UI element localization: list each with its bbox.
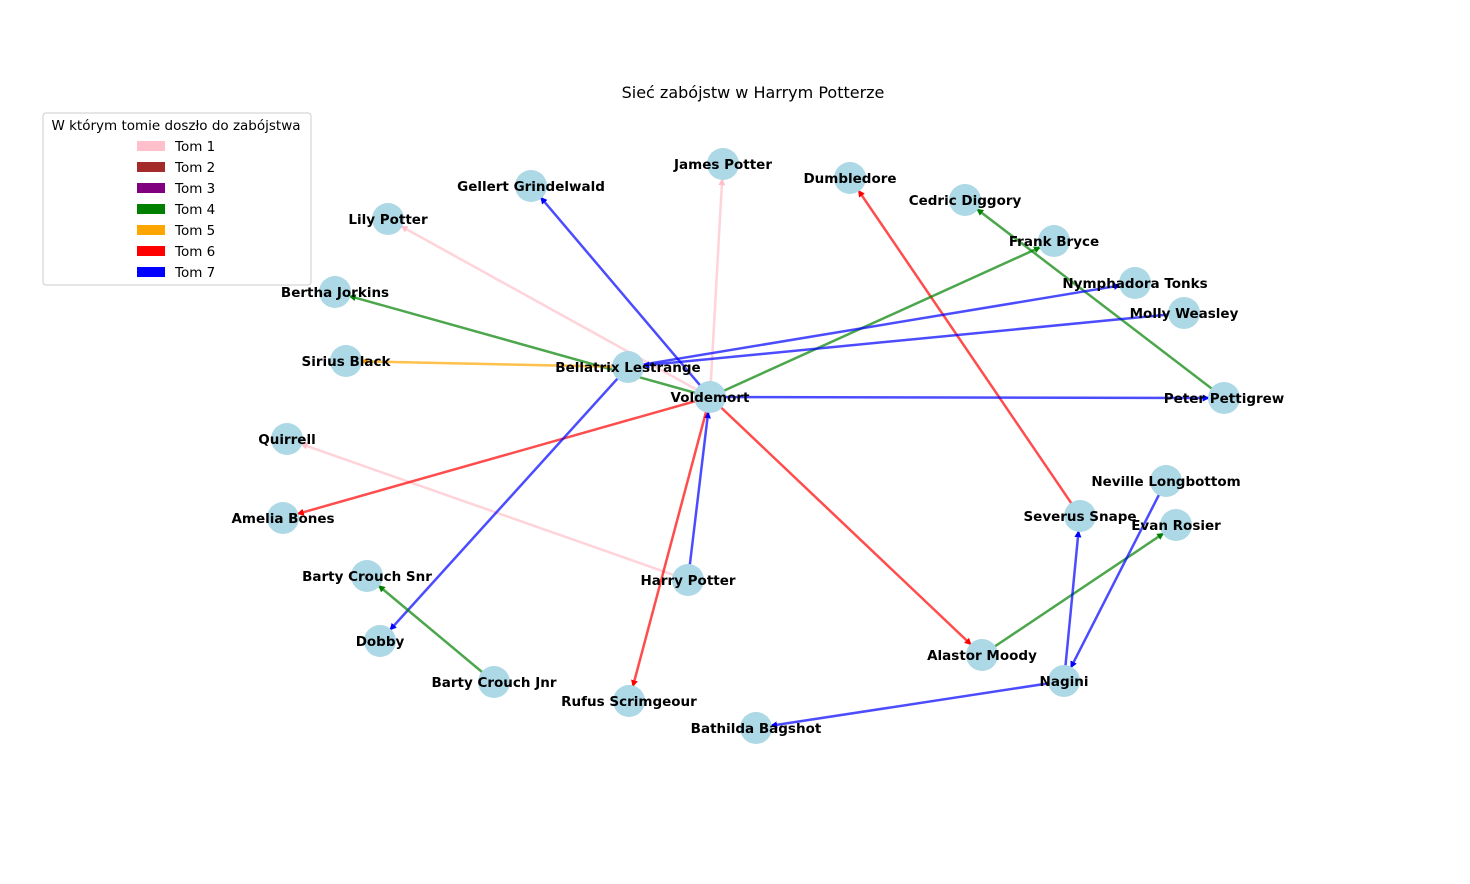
node-frank-bryce xyxy=(1038,225,1070,257)
node-nagini xyxy=(1048,665,1080,697)
node-rufus-scrimgeour xyxy=(613,685,645,717)
node-evan-rosier xyxy=(1160,509,1192,541)
legend-label-tom-5: Tom 5 xyxy=(174,223,215,239)
legend-label-tom-4: Tom 4 xyxy=(174,202,215,218)
node-label-molly-weasley: Molly Weasley xyxy=(1130,306,1239,322)
node-dumbledore xyxy=(834,162,866,194)
legend: W którym tomie doszło do zabójstwa Tom 1… xyxy=(42,112,312,286)
node-bathilda-bagshot xyxy=(740,712,772,744)
node-nymphadora-tonks xyxy=(1119,267,1151,299)
legend-title: W którym tomie doszło do zabójstwa xyxy=(51,118,300,134)
node-james-potter xyxy=(707,148,739,180)
node-label-lily-potter: Lily Potter xyxy=(348,212,428,228)
node-peter-pettigrew xyxy=(1208,382,1240,414)
edge-voldemort-to-rufus-scrimgeour xyxy=(631,396,712,688)
node-label-cedric-diggory: Cedric Diggory xyxy=(909,193,1022,209)
legend-swatch-tom-1 xyxy=(137,141,165,151)
legend-label-tom-3: Tom 3 xyxy=(174,181,215,197)
node-label-nagini: Nagini xyxy=(1040,674,1089,690)
node-label-amelia-bones: Amelia Bones xyxy=(231,511,334,527)
node-label-james-potter: James Potter xyxy=(673,157,772,173)
edges-layer xyxy=(296,178,1225,729)
edge-voldemort-to-alastor-moody xyxy=(709,396,972,646)
legend-swatch-tom-3 xyxy=(137,183,165,193)
edge-bellatrix-lestrange-to-sirius-black xyxy=(360,357,629,369)
edge-nagini-to-severus-snape xyxy=(1062,530,1082,682)
edge-barty-crouch-jnr-to-barty-crouch-snr xyxy=(377,584,495,683)
edge-bellatrix-lestrange-to-dobby xyxy=(389,366,629,631)
node-barty-crouch-jnr xyxy=(478,666,510,698)
node-quirrell xyxy=(271,423,303,455)
edge-voldemort-to-james-potter xyxy=(708,178,726,398)
node-label-voldemort: Voldemort xyxy=(671,390,750,406)
node-label-dobby: Dobby xyxy=(356,634,405,650)
legend-items: Tom 1 Tom 2 Tom 3 Tom 4 Tom 5 Tom 6 Tom 7 xyxy=(137,139,215,281)
node-label-gellert-grindelwald: Gellert Grindelwald xyxy=(457,179,605,195)
node-gellert-grindelwald xyxy=(515,170,547,202)
edge-molly-weasley-to-bellatrix-lestrange xyxy=(642,311,1185,369)
node-label-peter-pettigrew: Peter Pettigrew xyxy=(1164,391,1285,407)
node-label-barty-crouch-snr: Barty Crouch Snr xyxy=(302,569,432,585)
chart-title: Sieć zabójstw w Harrym Potterze xyxy=(622,83,885,102)
node-label-harry-potter: Harry Potter xyxy=(640,573,735,589)
edge-bellatrix-lestrange-to-nymphadora-tonks xyxy=(627,283,1121,369)
node-label-bathilda-bagshot: Bathilda Bagshot xyxy=(691,721,822,737)
edge-voldemort-to-bertha-jorkins xyxy=(348,294,711,399)
legend-box xyxy=(42,112,312,286)
node-label-barty-crouch-jnr: Barty Crouch Jnr xyxy=(431,675,556,691)
node-sirius-black xyxy=(330,345,362,377)
node-molly-weasley xyxy=(1168,297,1200,329)
nodes-layer xyxy=(267,148,1240,744)
node-label-bertha-jorkins: Bertha Jorkins xyxy=(281,285,389,301)
legend-label-tom-2: Tom 2 xyxy=(174,160,215,176)
node-label-neville-longbottom: Neville Longbottom xyxy=(1091,474,1240,490)
node-label-bellatrix-lestrange: Bellatrix Lestrange xyxy=(555,360,700,376)
legend-swatch-tom-7 xyxy=(137,267,165,277)
node-barty-crouch-snr xyxy=(351,560,383,592)
edge-voldemort-to-peter-pettigrew xyxy=(709,394,1210,402)
node-label-frank-bryce: Frank Bryce xyxy=(1009,234,1099,250)
node-label-evan-rosier: Evan Rosier xyxy=(1131,518,1221,534)
node-severus-snape xyxy=(1064,500,1096,532)
node-harry-potter xyxy=(672,564,704,596)
legend-swatch-tom-4 xyxy=(137,204,165,214)
edge-voldemort-to-lily-potter xyxy=(400,225,711,399)
node-label-rufus-scrimgeour: Rufus Scrimgeour xyxy=(561,694,697,710)
node-lily-potter xyxy=(372,203,404,235)
node-bertha-jorkins xyxy=(319,276,351,308)
node-label-dumbledore: Dumbledore xyxy=(803,171,896,187)
legend-label-tom-1: Tom 1 xyxy=(174,139,215,155)
legend-label-tom-7: Tom 7 xyxy=(174,265,215,281)
edge-neville-longbottom-to-nagini xyxy=(1069,480,1168,669)
edge-severus-snape-to-dumbledore xyxy=(857,189,1082,517)
node-label-alastor-moody: Alastor Moody xyxy=(927,648,1037,664)
edge-harry-potter-to-quirrell xyxy=(300,442,689,582)
legend-swatch-tom-6 xyxy=(137,246,165,256)
node-bellatrix-lestrange xyxy=(612,351,644,383)
edge-voldemort-to-frank-bryce xyxy=(709,246,1041,399)
node-label-sirius-black: Sirius Black xyxy=(302,354,392,370)
legend-swatch-tom-5 xyxy=(137,225,165,235)
node-cedric-diggory xyxy=(949,184,981,216)
node-label-quirrell: Quirrell xyxy=(258,432,315,448)
edge-peter-pettigrew-to-cedric-diggory xyxy=(976,208,1225,399)
node-neville-longbottom xyxy=(1150,465,1182,497)
node-voldemort xyxy=(694,381,726,413)
node-amelia-bones xyxy=(267,502,299,534)
node-label-nymphadora-tonks: Nymphadora Tonks xyxy=(1062,276,1207,292)
node-label-severus-snape: Severus Snape xyxy=(1023,509,1136,525)
edge-harry-potter-to-voldemort xyxy=(686,411,711,581)
legend-swatch-tom-2 xyxy=(137,162,165,172)
node-alastor-moody xyxy=(966,639,998,671)
legend-label-tom-6: Tom 6 xyxy=(174,244,215,260)
node-dobby xyxy=(364,625,396,657)
edge-voldemort-to-gellert-grindelwald xyxy=(539,196,711,398)
edge-nagini-to-bathilda-bagshot xyxy=(770,679,1065,729)
edge-voldemort-to-amelia-bones xyxy=(296,395,711,516)
